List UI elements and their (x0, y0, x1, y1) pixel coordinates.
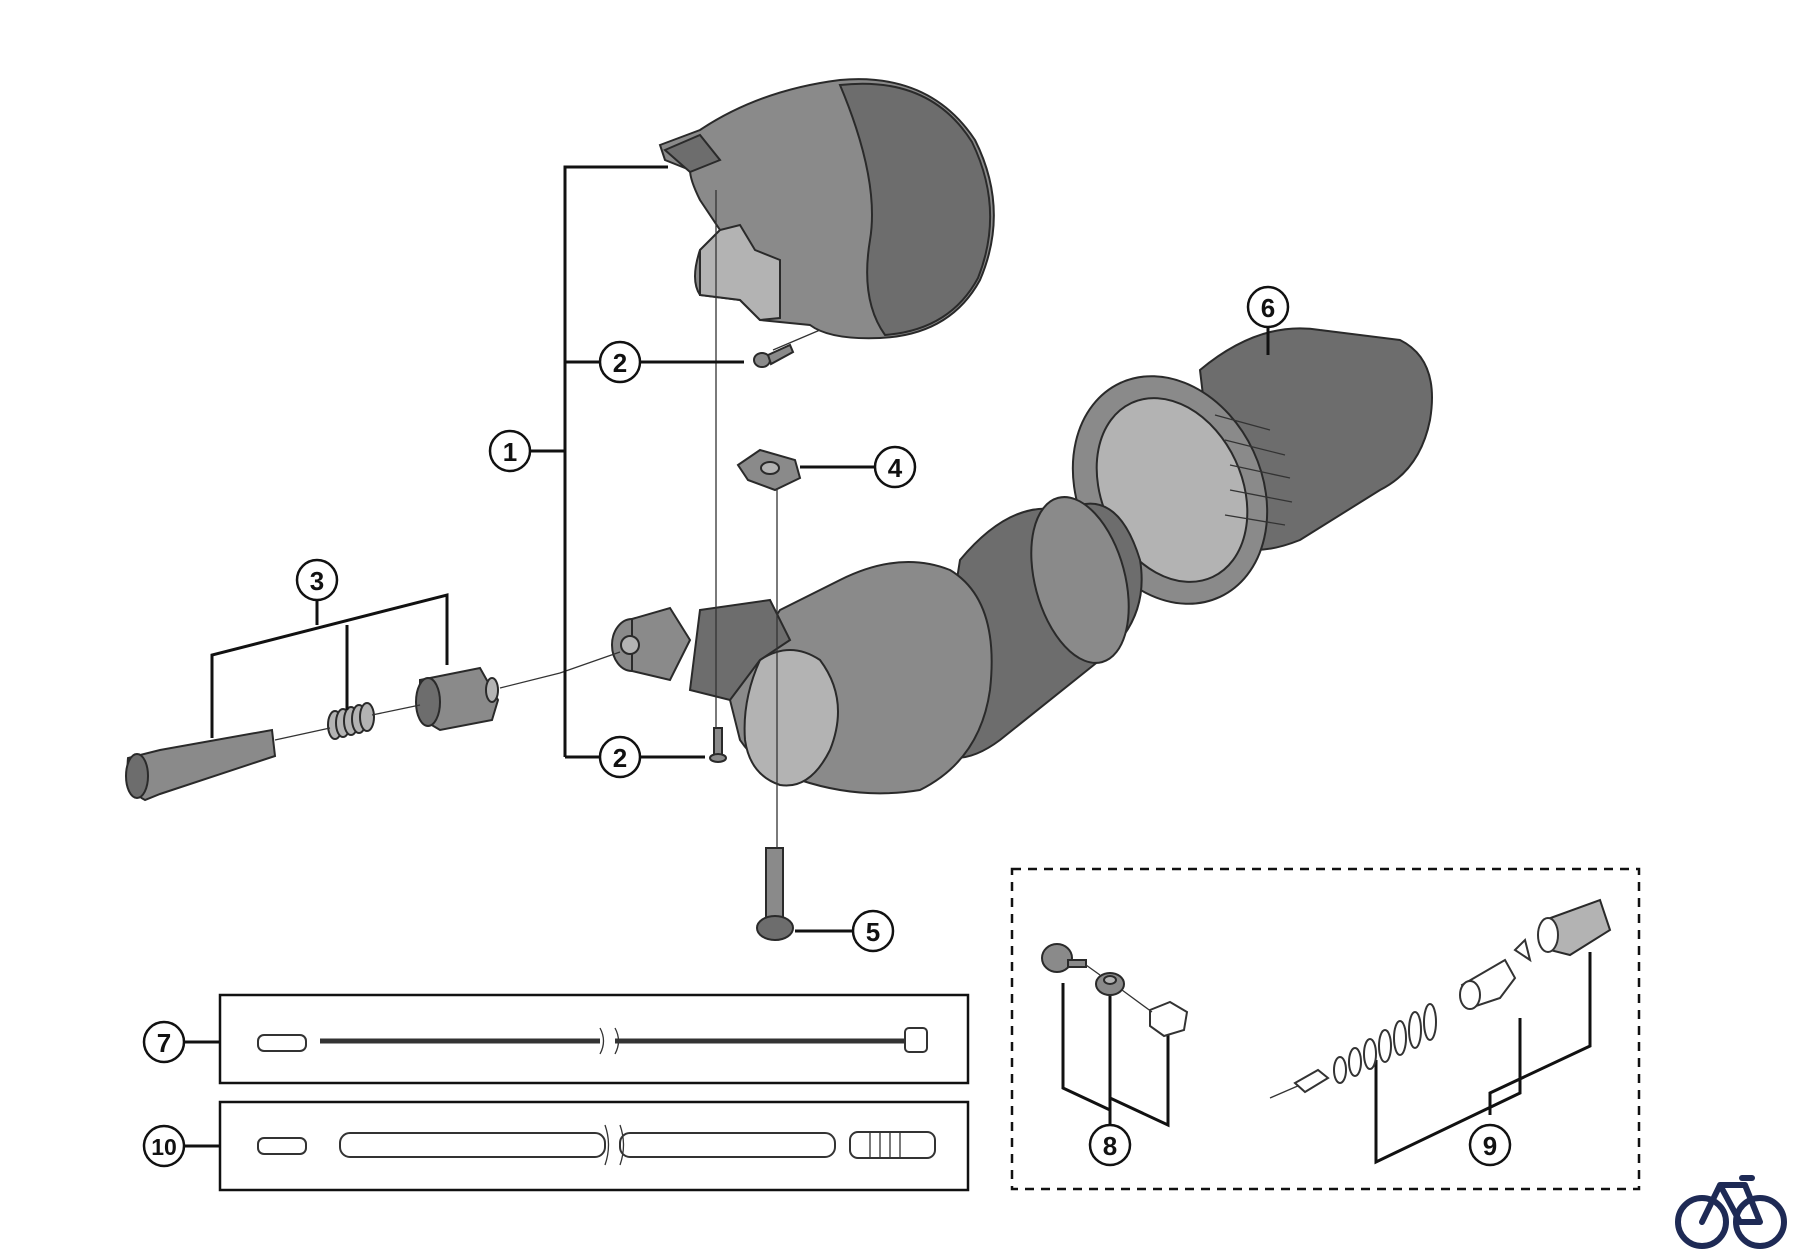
svg-text:6: 6 (1261, 293, 1275, 323)
callout-1: 1 (488, 429, 532, 473)
callout-6: 6 (1246, 285, 1290, 329)
small-parts-dashed-box (1010, 867, 1641, 1191)
callout-10: 10 (142, 1124, 186, 1168)
svg-text:1: 1 (503, 437, 517, 467)
callout-8: 8 (1088, 1123, 1132, 1167)
bolt-part (756, 847, 794, 941)
inner-cable-box (218, 993, 970, 1085)
outer-casing-box (218, 1100, 970, 1192)
small-parts-9 (1269, 898, 1612, 1099)
bicycle-logo-icon (1675, 1175, 1787, 1249)
svg-text:2: 2 (613, 348, 627, 378)
svg-text:7: 7 (157, 1028, 171, 1058)
adjuster-assembly-part (125, 666, 500, 802)
callout-5: 5 (851, 909, 895, 953)
cable-clip-part (736, 448, 802, 492)
alignment-lines (274, 190, 821, 848)
shifter-body-part (611, 496, 1143, 795)
callout-9: 9 (1468, 1123, 1512, 1167)
svg-text:9: 9 (1483, 1131, 1497, 1161)
svg-text:3: 3 (310, 566, 324, 596)
screw-lower-part (709, 727, 727, 763)
callout-2-upper: 2 (598, 340, 642, 384)
leader-lines (184, 165, 1592, 1165)
svg-text:5: 5 (866, 917, 880, 947)
callout-4: 4 (873, 445, 917, 489)
callout-3: 3 (295, 558, 339, 602)
callout-2-lower: 2 (598, 735, 642, 779)
callout-7: 7 (142, 1020, 186, 1064)
svg-text:4: 4 (888, 453, 903, 483)
svg-text:8: 8 (1103, 1131, 1117, 1161)
svg-text:10: 10 (151, 1134, 177, 1160)
screw-upper-part (753, 343, 795, 368)
upper-cover-part (658, 78, 995, 340)
svg-text:2: 2 (613, 743, 627, 773)
small-parts-8 (1041, 943, 1189, 1038)
